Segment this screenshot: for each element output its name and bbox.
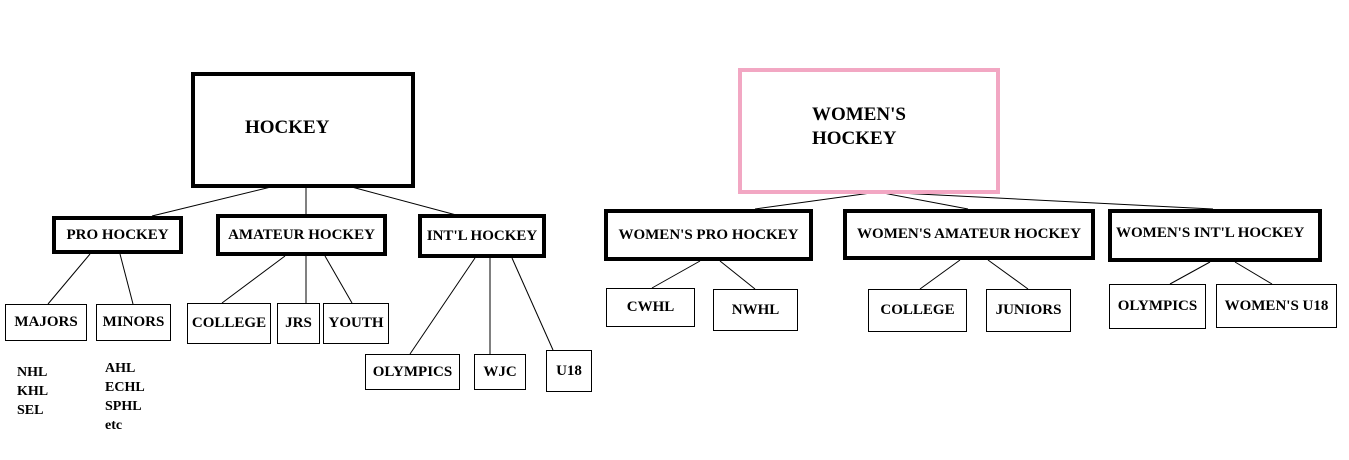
connector-intl-u18 [511,257,554,351]
majors-league-list: NHL KHL SEL [17,365,49,418]
connector-wintl-u18 [1234,261,1273,285]
connector-wamateur-college [919,259,961,290]
hockey-root-node: HOCKEY [191,72,415,188]
womens-college-node: COLLEGE [868,289,967,332]
juniors-node: JUNIORS [986,289,1071,332]
connector-wpro-cwhl [651,260,701,289]
connector-wpro-nwhl [719,260,756,290]
connector-wintl-olympics [1169,261,1211,285]
womens-hockey-root-node: WOMEN'S HOCKEY [738,68,1000,194]
connector-amateur-youth [324,255,353,304]
womens-olympics-node: OLYMPICS [1109,284,1206,329]
womens-amateur-hockey-node: WOMEN'S AMATEUR HOCKEY [843,209,1095,260]
amateur-hockey-node: AMATEUR HOCKEY [216,214,387,256]
connector-womens-amateur [877,191,969,210]
minors-node: MINORS [96,304,171,341]
connector-hockey-intl [347,185,461,217]
womens-u18-node: WOMEN'S U18 [1216,284,1337,328]
cwhl-node: CWHL [606,288,695,327]
intl-hockey-node: INT'L HOCKEY [418,214,546,258]
connector-amateur-college [221,255,286,304]
connector-wamateur-juniors [987,259,1029,290]
olympics-node: OLYMPICS [365,354,460,390]
connector-womens-intl [877,191,1214,210]
college-node: COLLEGE [187,303,271,344]
connector-intl-olympics [409,257,476,355]
youth-node: YOUTH [323,303,389,344]
minors-league-list: AHL ECHL SPHL etc [105,361,145,433]
connector-pro-majors [47,253,91,305]
u18-node: U18 [546,350,592,392]
majors-node: MAJORS [5,304,87,341]
womens-pro-hockey-node: WOMEN'S PRO HOCKEY [604,209,813,261]
jrs-node: JRS [277,303,320,344]
wjc-node: WJC [474,354,526,390]
connector-pro-minors [119,253,134,305]
womens-intl-hockey-node: WOMEN'S INT'L HOCKEY [1108,209,1322,262]
nwhl-node: NWHL [713,289,798,331]
pro-hockey-node: PRO HOCKEY [52,216,183,254]
connector-womens-pro [754,191,879,210]
connector-hockey-pro [151,185,276,217]
